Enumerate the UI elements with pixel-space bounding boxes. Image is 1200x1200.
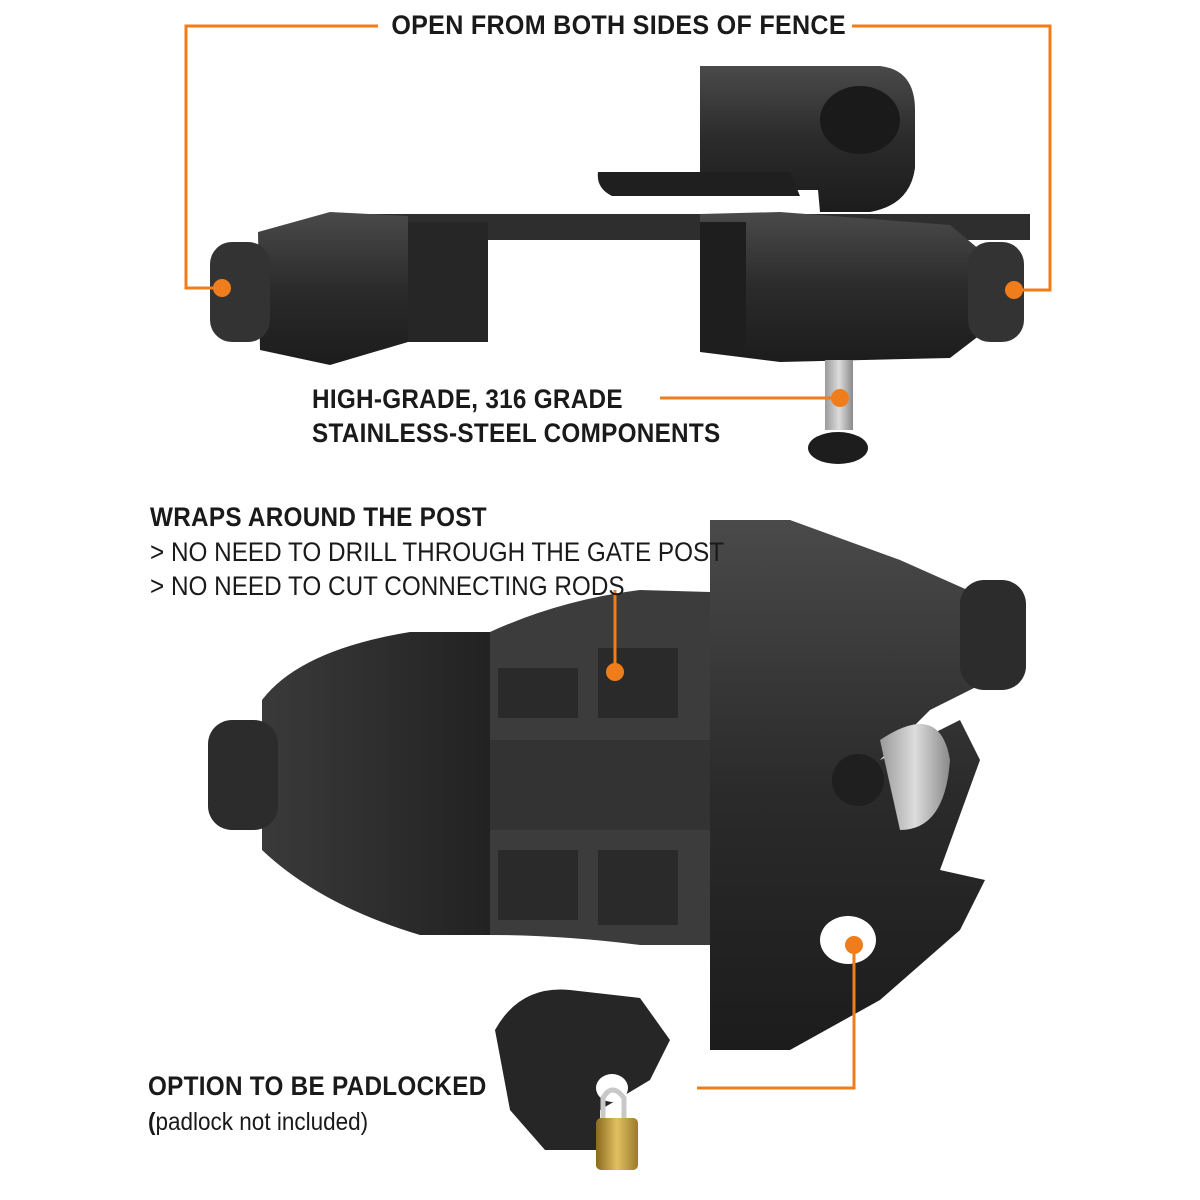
callout-dot-right [1005, 281, 1023, 299]
right-housing [700, 212, 980, 362]
right-block [700, 222, 746, 352]
latch-cell-2 [598, 648, 678, 718]
wrap-point-drill: > NO NEED TO DRILL THROUGH THE GATE POST [150, 537, 725, 567]
padlock-note-paren: ( [148, 1108, 156, 1136]
padlock-heading: OPTION TO BE PADLOCKED [148, 1071, 487, 1101]
pin-head [808, 432, 868, 464]
latch-left-cap [208, 720, 278, 830]
latch-cell-3 [498, 850, 578, 920]
left-window [488, 240, 698, 320]
latch-cell-4 [598, 850, 678, 925]
left-housing [258, 212, 408, 365]
callout-dot-steel [831, 389, 849, 407]
padlock-body [596, 1118, 638, 1170]
callout-dot-padlock [845, 936, 863, 954]
latch-mid-band [490, 740, 710, 830]
latch-cell-1 [498, 668, 578, 718]
callout-lines [184, 24, 1052, 1090]
callout-dots [213, 279, 1023, 954]
latch-right-cap [960, 580, 1026, 690]
callout-dot-wrap [606, 663, 624, 681]
right-cap [968, 242, 1024, 342]
steel-callout-line2: STAINLESS-STEEL COMPONENTS [312, 418, 721, 448]
callout-padlock [697, 945, 856, 1090]
steel-callout-line1: HIGH-GRADE, 316 GRADE [312, 384, 623, 414]
callout-dot-left [213, 279, 231, 297]
latch-side-view [208, 520, 1026, 1050]
padlock-shackle [600, 1087, 627, 1120]
steel-blade [880, 724, 950, 830]
padlock-note-text: padlock not included) [155, 1108, 369, 1136]
bracket-slot [820, 86, 900, 154]
left-cap [210, 242, 270, 342]
padlock-inset [495, 989, 670, 1170]
left-block [408, 222, 488, 342]
latch-knob [832, 754, 884, 806]
latch-top-view [210, 66, 1030, 464]
callout-top-right [852, 24, 1052, 292]
callout-top-left [184, 24, 378, 290]
wrap-heading: WRAPS AROUND THE POST [150, 502, 487, 532]
latch-left-housing [262, 632, 490, 935]
bracket-plate [597, 172, 800, 196]
wrap-point-rods: > NO NEED TO CUT CONNECTING RODS [150, 571, 625, 601]
top-heading: OPEN FROM BOTH SIDES OF FENCE [391, 10, 846, 40]
inset-latch-body [495, 989, 670, 1150]
padlock-note: (padlock not included) [148, 1108, 368, 1137]
